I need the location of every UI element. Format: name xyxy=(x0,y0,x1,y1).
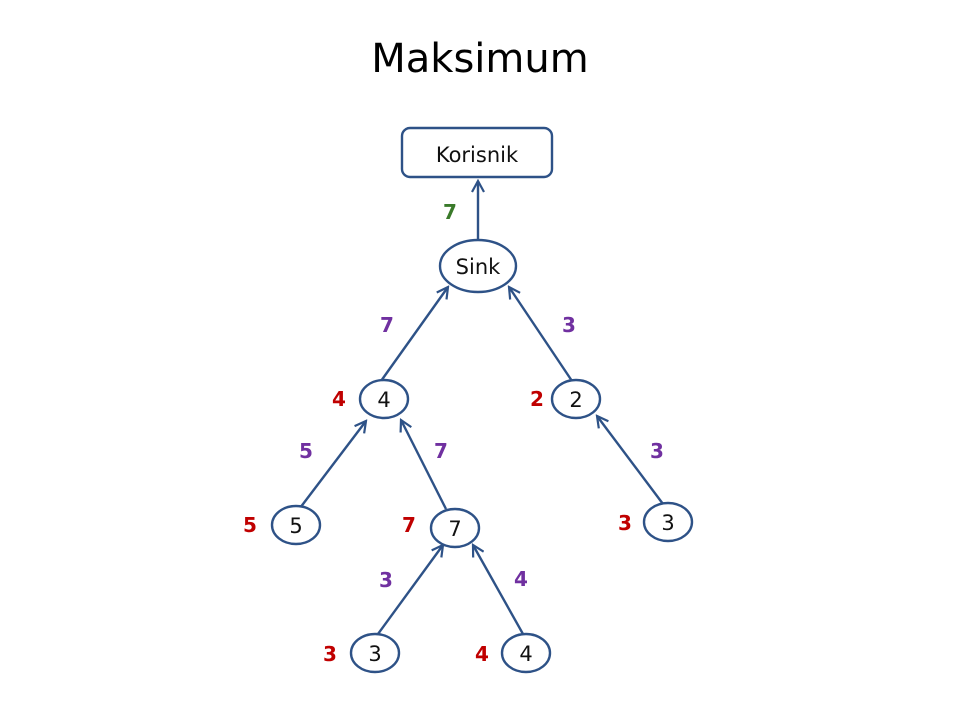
edge-label-n4-sink: 7 xyxy=(380,313,394,337)
node-5-label: 5 xyxy=(289,514,302,538)
edge-n4b-n7 xyxy=(473,545,525,635)
node-3-bottom: 3 xyxy=(349,632,401,674)
node-4-bottom-label: 4 xyxy=(519,642,532,666)
edge-n2-sink xyxy=(509,287,573,382)
edge-label-sink-korisnik: 7 xyxy=(443,200,457,224)
node-5: 5 xyxy=(270,504,322,546)
edge-n4-sink xyxy=(380,287,448,382)
edge-label-n5-n4: 5 xyxy=(299,439,313,463)
edge-label-n2-sink: 3 xyxy=(562,313,576,337)
value-label-n3-right: 3 xyxy=(618,511,632,535)
value-label-n5: 5 xyxy=(243,513,257,537)
edge-label-n7-n4: 7 xyxy=(434,439,448,463)
node-korisnik: Korisnik xyxy=(400,126,554,179)
node-7: 7 xyxy=(429,507,481,549)
node-4-label: 4 xyxy=(377,388,390,412)
node-2-label: 2 xyxy=(569,388,582,412)
value-label-n7: 7 xyxy=(402,513,416,537)
node-3-bottom-label: 3 xyxy=(368,642,381,666)
node-2: 2 xyxy=(550,378,602,420)
node-4-bottom: 4 xyxy=(500,632,552,674)
node-3-right: 3 xyxy=(642,501,694,543)
edge-n3b-n2 xyxy=(597,416,664,505)
node-sink: Sink xyxy=(438,238,518,294)
edge-n7-n4 xyxy=(401,420,448,510)
value-label-n4: 4 xyxy=(332,387,346,411)
slide-title: Maksimum xyxy=(371,36,589,82)
node-3-right-label: 3 xyxy=(661,511,674,535)
edge-label-n3-n2: 3 xyxy=(650,439,664,463)
node-korisnik-label: Korisnik xyxy=(436,143,519,167)
node-4: 4 xyxy=(358,378,410,420)
value-label-n3-bottom: 3 xyxy=(323,642,337,666)
edge-n5-n4 xyxy=(299,421,366,509)
edge-label-n3-n7: 3 xyxy=(379,568,393,592)
value-label-n4-bottom: 4 xyxy=(475,642,489,666)
node-7-label: 7 xyxy=(448,517,461,541)
edge-label-n4-n7: 4 xyxy=(514,567,528,591)
node-sink-label: Sink xyxy=(456,255,501,279)
value-label-n2: 2 xyxy=(530,387,544,411)
edge-n3a-n7 xyxy=(377,545,443,635)
